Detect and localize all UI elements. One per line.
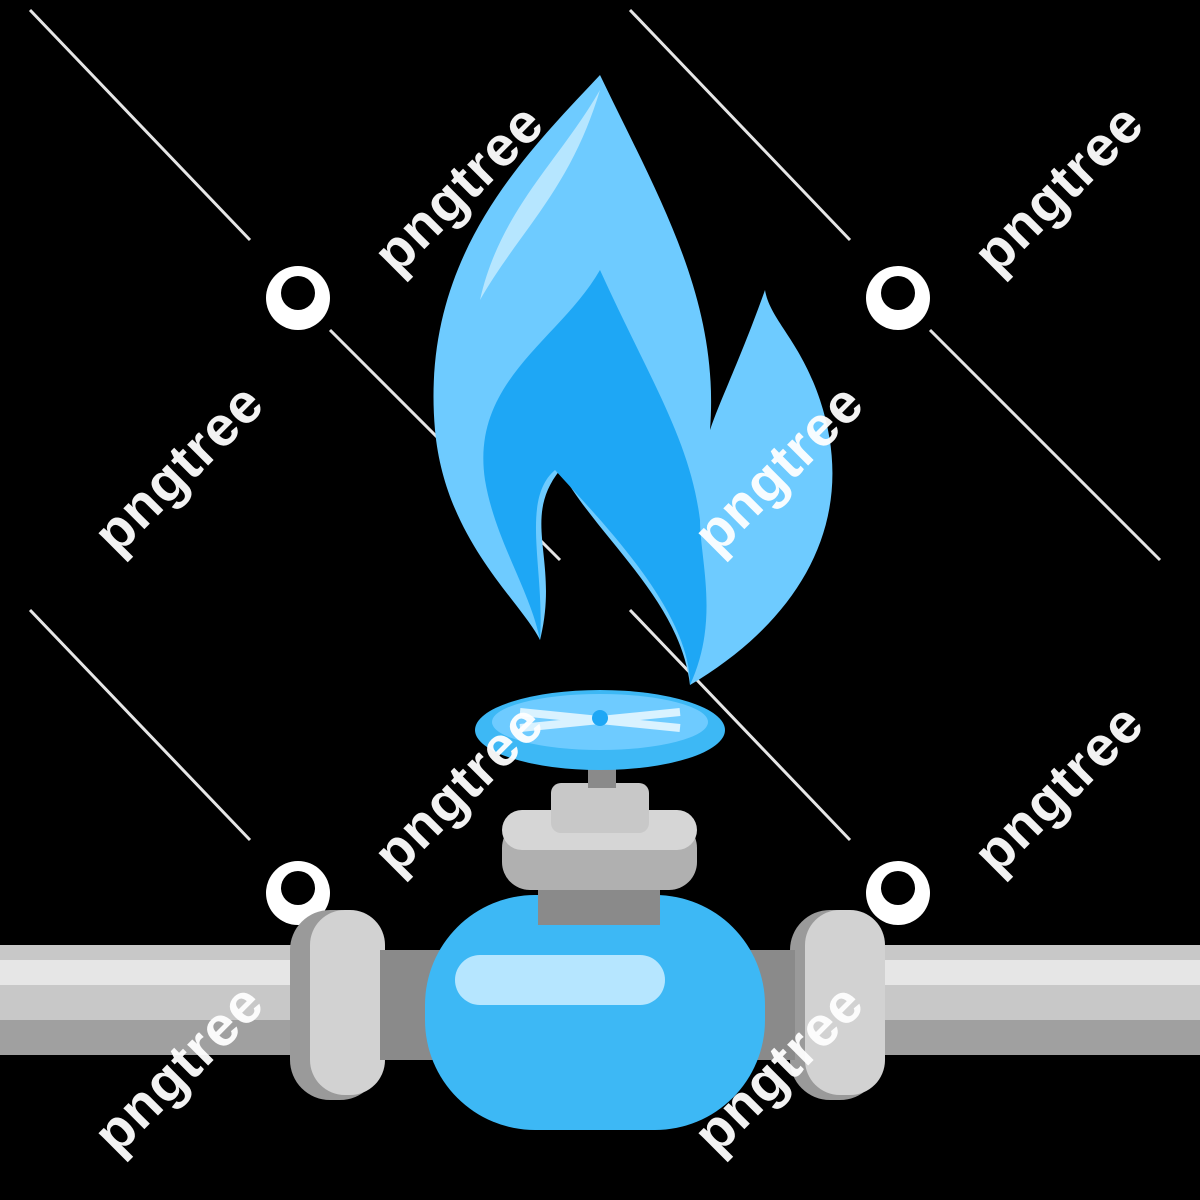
- flame-icon: [433, 75, 833, 685]
- valve-handwheel-icon: [475, 690, 725, 770]
- pipe-right: [860, 945, 1200, 1055]
- pipe-left: [0, 945, 320, 1055]
- flange-left: [290, 910, 440, 1100]
- valve-body: [425, 895, 765, 1130]
- valve-bonnet: [502, 733, 697, 925]
